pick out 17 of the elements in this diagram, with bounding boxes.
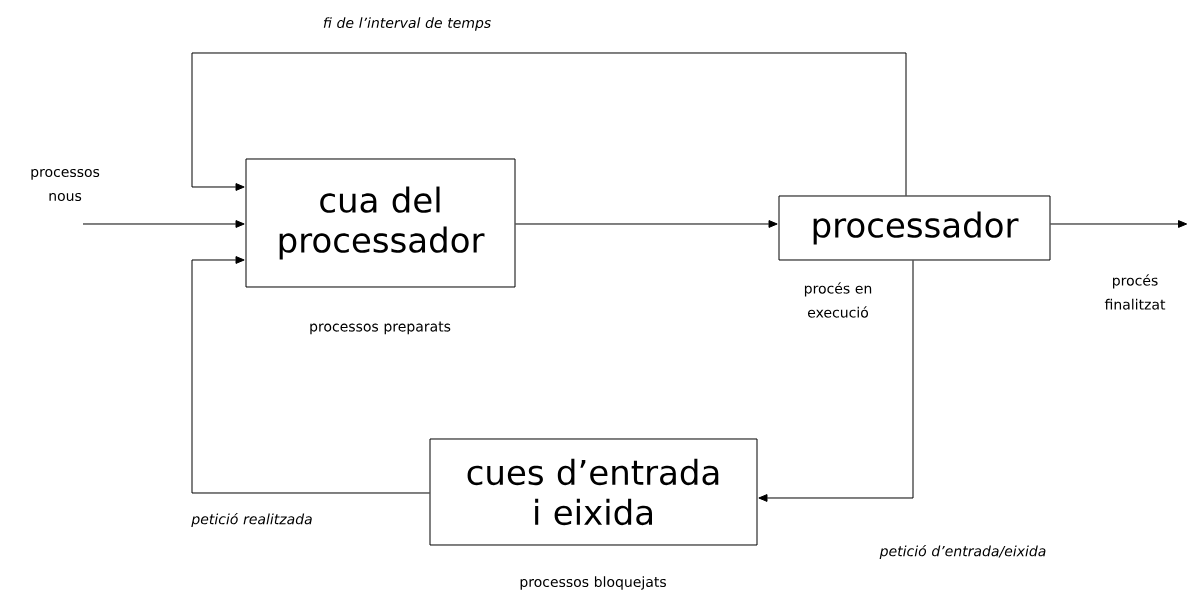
- edge-label: petició d’entrada/eixida: [879, 544, 1046, 560]
- arrow: [82, 220, 245, 228]
- process-box: cua del processador: [245, 158, 516, 288]
- arrow: [191, 256, 430, 494]
- process-box: processador: [778, 195, 1051, 261]
- arrow: [515, 220, 778, 228]
- arrow: [191, 52, 907, 196]
- edge-label: procés finalitzat: [1104, 274, 1166, 310]
- node-label: processos preparats: [310, 321, 451, 335]
- process-box: cues d’entrada i eixida: [429, 438, 758, 546]
- edge-label: processos nous: [31, 169, 100, 201]
- edge-label: petició realitzada: [191, 512, 312, 528]
- edge-label: fi de l’interval de temps: [323, 17, 491, 31]
- arrow: [1050, 220, 1188, 228]
- arrow: [758, 260, 914, 502]
- node-label: processos bloquejats: [520, 576, 666, 590]
- node-label: procés en execució: [804, 282, 872, 318]
